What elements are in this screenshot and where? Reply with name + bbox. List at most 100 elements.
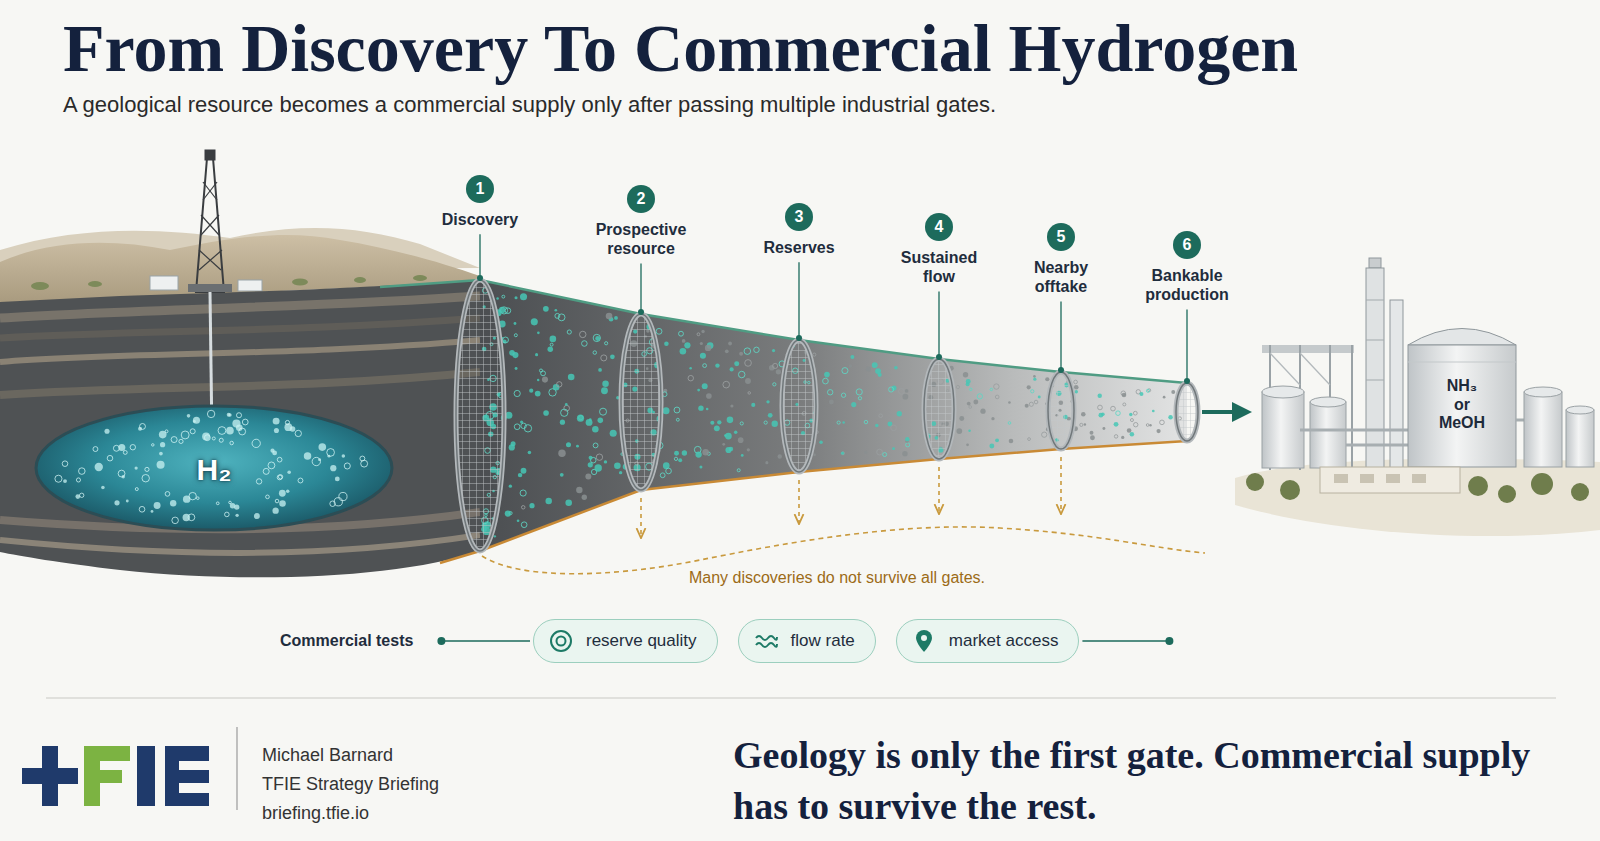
hydrogen-bubble	[1009, 439, 1014, 444]
hydrogen-bubble	[991, 417, 994, 420]
leader-line	[640, 263, 641, 312]
hydrogen-bubble	[725, 349, 729, 353]
landscape	[150, 276, 178, 290]
hydrogen-bubble	[956, 385, 959, 388]
hydrogen-bubble	[75, 494, 80, 499]
gate-ring	[782, 340, 816, 472]
hydrogen-bubble	[730, 404, 733, 407]
hydrogen-bubble	[723, 381, 730, 388]
hydrogen-bubble	[1034, 400, 1038, 404]
row-line	[441, 640, 530, 642]
hydrogen-bubble	[145, 467, 149, 471]
test-name: reserve quality	[586, 631, 697, 651]
chemical-plant	[1346, 444, 1408, 447]
hydrogen-bubble	[593, 334, 600, 341]
hydrogen-bubble	[511, 441, 516, 446]
hydrogen-bubble	[700, 342, 703, 345]
gate-step: 5Nearby offtake	[1009, 223, 1113, 296]
test-icon	[548, 628, 574, 654]
hydrogen-bubble	[114, 500, 119, 505]
rock-strata	[0, 535, 480, 553]
chemical-plant	[1571, 483, 1589, 501]
hydrogen-bubble	[678, 458, 682, 462]
test-icon	[753, 628, 779, 654]
hydrogen-bubble	[956, 428, 962, 434]
landscape	[238, 280, 262, 291]
hydrogen-bubble	[778, 454, 782, 458]
hydrogen-bubble	[235, 514, 238, 517]
hydrogen-bubble	[837, 421, 840, 424]
hydrogen-bubble	[715, 363, 719, 367]
hydrogen-bubble	[714, 425, 720, 431]
hydrogen-bubble	[225, 512, 230, 517]
chemical-plant	[1566, 410, 1594, 467]
hydrogen-bubble	[1149, 424, 1151, 426]
hydrogen-bubble	[576, 445, 579, 448]
hydrogen-bubble	[842, 368, 848, 374]
reservoir	[36, 406, 392, 530]
hydrogen-bubble	[773, 363, 778, 368]
hydrogen-bubble	[93, 447, 98, 452]
hydrogen-bubble	[598, 418, 604, 424]
hydrogen-bubble	[722, 443, 725, 446]
hydrogen-bubble	[272, 507, 278, 513]
hydrogen-bubble	[1134, 422, 1138, 426]
hydrogen-bubble	[547, 346, 553, 352]
hydrogen-bubble	[698, 405, 703, 410]
attrition-arrows	[482, 527, 1205, 574]
product-label: NH₃ or MeOH	[1439, 377, 1485, 432]
hydrogen-bubble	[841, 393, 845, 397]
hydrogen-bubble	[1028, 438, 1031, 441]
hydrogen-bubble	[567, 330, 571, 334]
chemical-plant	[1468, 476, 1488, 496]
leader-line	[1060, 301, 1061, 370]
hydrogen-bubble	[776, 369, 781, 374]
hydrogen-bubble	[614, 316, 618, 320]
chemical-plant	[1386, 474, 1400, 483]
test-icon	[756, 636, 777, 640]
hydrogen-bubble	[577, 415, 584, 422]
hydrogen-bubble	[190, 429, 195, 434]
hydrogen-bubble	[813, 353, 816, 356]
hydrogen-bubble	[973, 400, 978, 405]
row-dot	[1165, 637, 1173, 645]
hydrogen-bubble	[990, 388, 992, 390]
hydrogen-bubble	[610, 430, 617, 437]
hydrogen-bubble	[537, 379, 539, 381]
hydrogen-bubble	[518, 473, 522, 477]
hydrogen-bubble	[193, 417, 200, 424]
hydrogen-bubble	[207, 410, 214, 417]
hydrogen-bubble	[894, 366, 898, 370]
leader-line	[938, 291, 939, 357]
hydrogen-bubble	[700, 353, 706, 359]
hydrogen-bubble	[728, 342, 732, 346]
hydrogen-bubble	[980, 409, 985, 414]
hydrogen-bubble	[535, 353, 538, 356]
hydrogen-bubble	[619, 471, 622, 474]
row-label: Commercial tests	[280, 632, 413, 650]
step-label: Nearby offtake	[1009, 258, 1113, 296]
rock-strata	[0, 280, 480, 577]
funnel	[380, 280, 1187, 563]
hydrogen-bubble	[824, 372, 830, 378]
hydrogen-bubble	[126, 500, 129, 503]
hydrogen-bubble	[1080, 423, 1083, 426]
step-label: Prospective resource	[589, 220, 693, 258]
hydrogen-bubble	[739, 352, 743, 356]
gate-ring	[782, 340, 816, 472]
hydrogen-bubble	[505, 510, 511, 516]
hydrogen-bubble	[679, 331, 684, 336]
hydrogen-bubble	[502, 295, 505, 298]
hydrogen-bubble	[702, 449, 709, 456]
hydrogen-bubble	[139, 506, 145, 512]
chemical-plant	[1300, 353, 1330, 385]
hydrogen-bubble	[864, 451, 867, 454]
hydrogen-bubble	[703, 364, 707, 368]
chemical-plant	[1408, 345, 1516, 467]
hydrogen-bubble	[263, 468, 269, 474]
hydrogen-bubble	[514, 334, 517, 337]
hydrogen-bubble	[63, 479, 67, 483]
hydrogen-bubble	[748, 392, 751, 395]
hydrogen-bubble	[745, 378, 751, 384]
